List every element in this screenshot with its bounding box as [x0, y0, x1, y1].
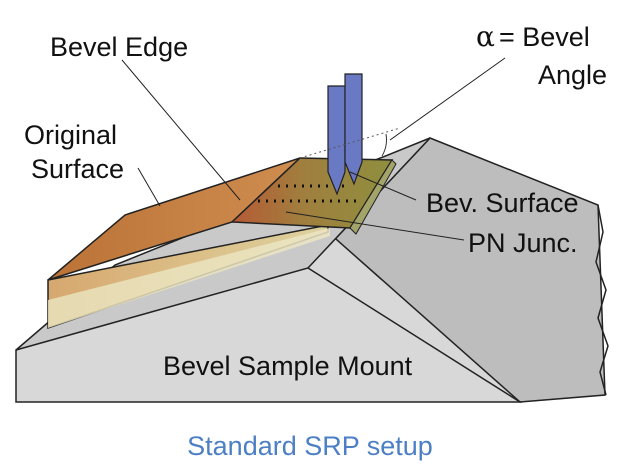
sample-bevel-end — [349, 159, 397, 235]
angle-arc — [381, 133, 387, 157]
label-pn-junc: PN Junc. — [468, 228, 578, 258]
label-angle: Angle — [538, 60, 607, 90]
mount-right-jagged-edge — [595, 204, 609, 396]
probe-right-icon — [344, 73, 363, 186]
label-original: Original — [24, 120, 117, 150]
srp-probes — [327, 73, 363, 196]
mount-top-edge — [307, 267, 521, 403]
leader-pn-junc — [285, 211, 465, 241]
label-bevel-sample-mount: Bevel Sample Mount — [163, 351, 413, 381]
leader-lines — [121, 57, 506, 241]
label-equals-bevel: = Bevel — [499, 22, 590, 52]
label-bev-surface: Bev. Surface — [426, 188, 579, 218]
label-alpha-symbol: α — [476, 20, 495, 53]
leader-bev-surface — [349, 171, 417, 201]
label-surface: Surface — [31, 154, 124, 184]
leader-bevel-edge — [121, 59, 241, 201]
sample-front-lower-layer — [48, 228, 330, 328]
leader-original-surface — [137, 167, 161, 207]
leader-angle — [389, 57, 506, 141]
figure-caption: Standard SRP setup — [187, 431, 433, 461]
probe-left-icon — [327, 85, 346, 196]
label-bevel-edge: Bevel Edge — [50, 32, 188, 62]
